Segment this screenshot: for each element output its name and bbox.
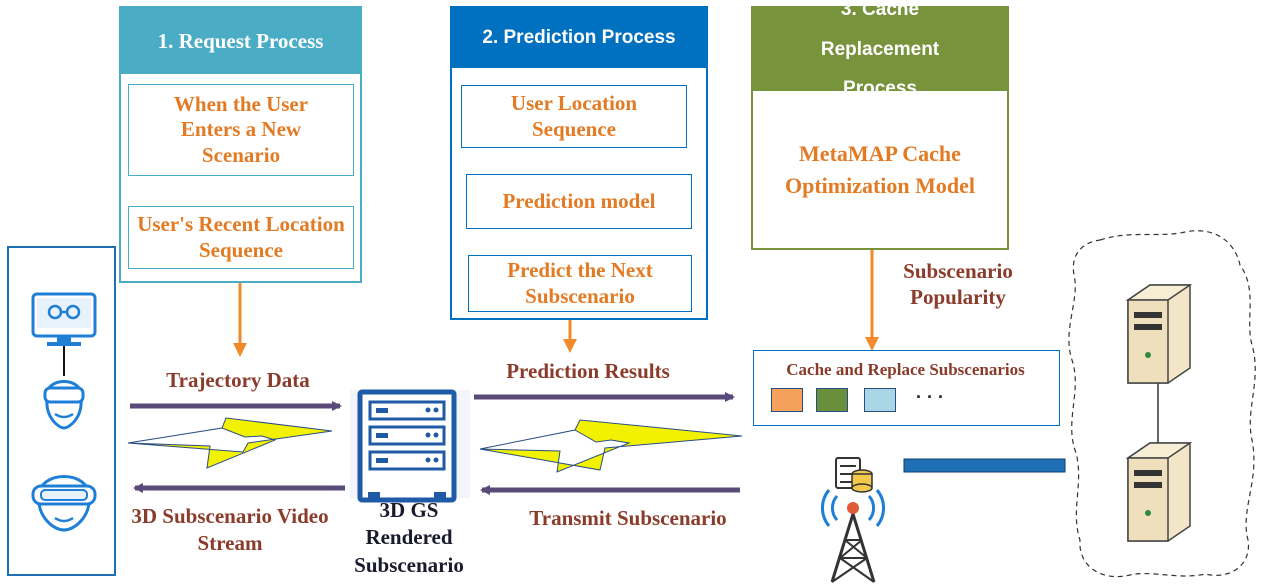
request-process-panel: 1. Request Process When the User Enters … [119,6,362,283]
user-devices-panel [7,246,116,576]
cache-slot-ellipsis: · · · [916,387,944,407]
prediction-step-next-subscenario: Predict the Next Subscenario [468,255,692,312]
prediction-step-location-sequence: User Location Sequence [461,85,687,148]
cloud-server-icon [1125,442,1193,542]
cache-store: Cache and Replace Subscenarios · · · [753,350,1060,426]
video-stream-label: 3D Subscenario Video Stream [131,504,329,556]
cache-process-panel: 3. Cache Replacement Process MetaMAP Cac… [751,0,1009,250]
cache-slot-orange [771,388,803,412]
prediction-process-title: 2. Prediction Process [452,8,706,68]
subscenario-popularity-label: Subscenario Popularity [903,259,1013,310]
cache-slot-green [816,388,848,412]
request-process-title: 1. Request Process [121,8,360,74]
cloud-boundary [1068,230,1256,578]
vr-goggles-icon [31,475,97,532]
request-step-location-sequence: User's Recent Location Sequence [128,206,354,269]
cloud-server-icon [1125,284,1193,384]
base-station-icon [821,457,885,583]
prediction-step-model: Prediction model [466,174,692,229]
edge-server-icon [350,389,470,503]
transmit-subscenario-label: Transmit Subscenario [529,506,727,530]
prediction-process-panel: 2. Prediction Process User Location Sequ… [450,6,708,320]
cache-store-title: Cache and Replace Subscenarios [786,360,1025,379]
backhaul-link [903,458,1066,473]
trajectory-data-label: Trajectory Data [166,368,310,392]
wireless-link-right [479,419,743,473]
user-devices-icons [31,292,97,532]
vr-monitor-icon [31,292,97,346]
vr-headset-user-icon [43,380,85,430]
request-step-new-scenario: When the User Enters a New Scenario [128,84,354,176]
prediction-results-label: Prediction Results [506,359,670,383]
cache-optimization-model: MetaMAP Cache Optimization Model [757,128,1003,212]
wireless-link-left [127,417,333,469]
cache-slot-blue [864,388,896,412]
